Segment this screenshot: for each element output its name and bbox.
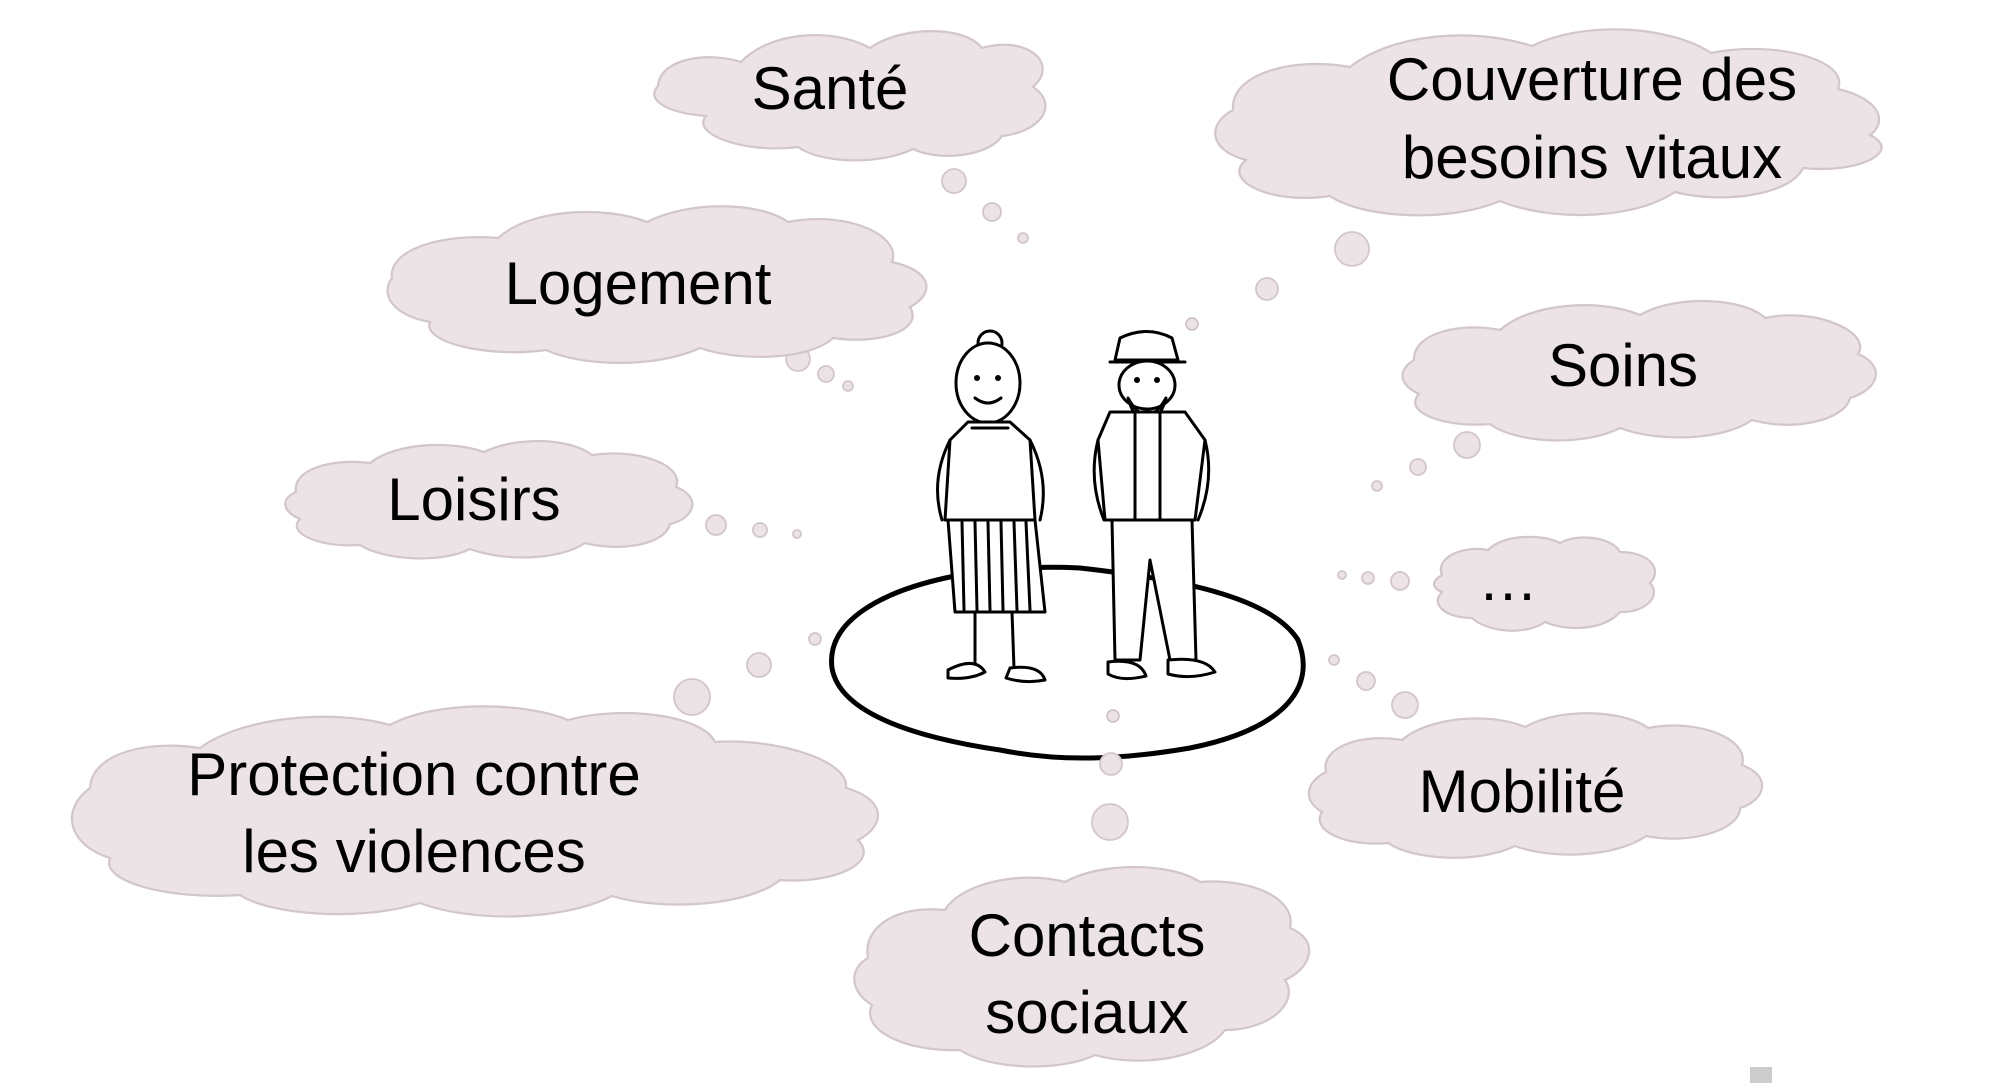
- cloud-loisirs-label: Loisirs: [387, 466, 560, 533]
- cloud-sante: Santé: [653, 30, 1047, 162]
- woman-figure: [936, 329, 1047, 684]
- cloud-couverture-line-1: Couverture des: [1387, 46, 1797, 113]
- cloud-loisirs: Loisirs: [284, 439, 694, 560]
- cloud-couverture: Couverture des besoins vitaux: [1214, 28, 1883, 217]
- corner-mark: [1750, 1067, 1772, 1083]
- cloud-soins: Soins: [1401, 300, 1877, 442]
- cloud-logement: Logement: [386, 205, 928, 364]
- cloud-layer: Santé Couverture des besoins vitaux Loge…: [71, 28, 1883, 1068]
- cloud-contacts-line-1: Contacts: [969, 902, 1206, 969]
- cloud-sante-label: Santé: [752, 55, 909, 122]
- cloud-mobilite: Mobilité: [1307, 712, 1764, 859]
- cloud-mobilite-label: Mobilité: [1419, 758, 1626, 825]
- man-figure: [1092, 330, 1217, 681]
- cloud-contacts-line-2: sociaux: [985, 979, 1188, 1046]
- cloud-etc-label: …: [1478, 546, 1538, 613]
- cloud-protection-line-1: Protection contre: [187, 741, 641, 808]
- cloud-etc: …: [1433, 535, 1657, 632]
- cloud-couverture-line-2: besoins vitaux: [1402, 124, 1782, 191]
- cloud-protection: Protection contre les violences: [71, 705, 880, 918]
- cloud-soins-label: Soins: [1548, 332, 1698, 399]
- cloud-contacts: Contacts sociaux: [853, 865, 1311, 1068]
- cloud-logement-label: Logement: [505, 250, 772, 317]
- cloud-protection-line-2: les violences: [242, 818, 586, 885]
- ground-circle: [829, 564, 1306, 761]
